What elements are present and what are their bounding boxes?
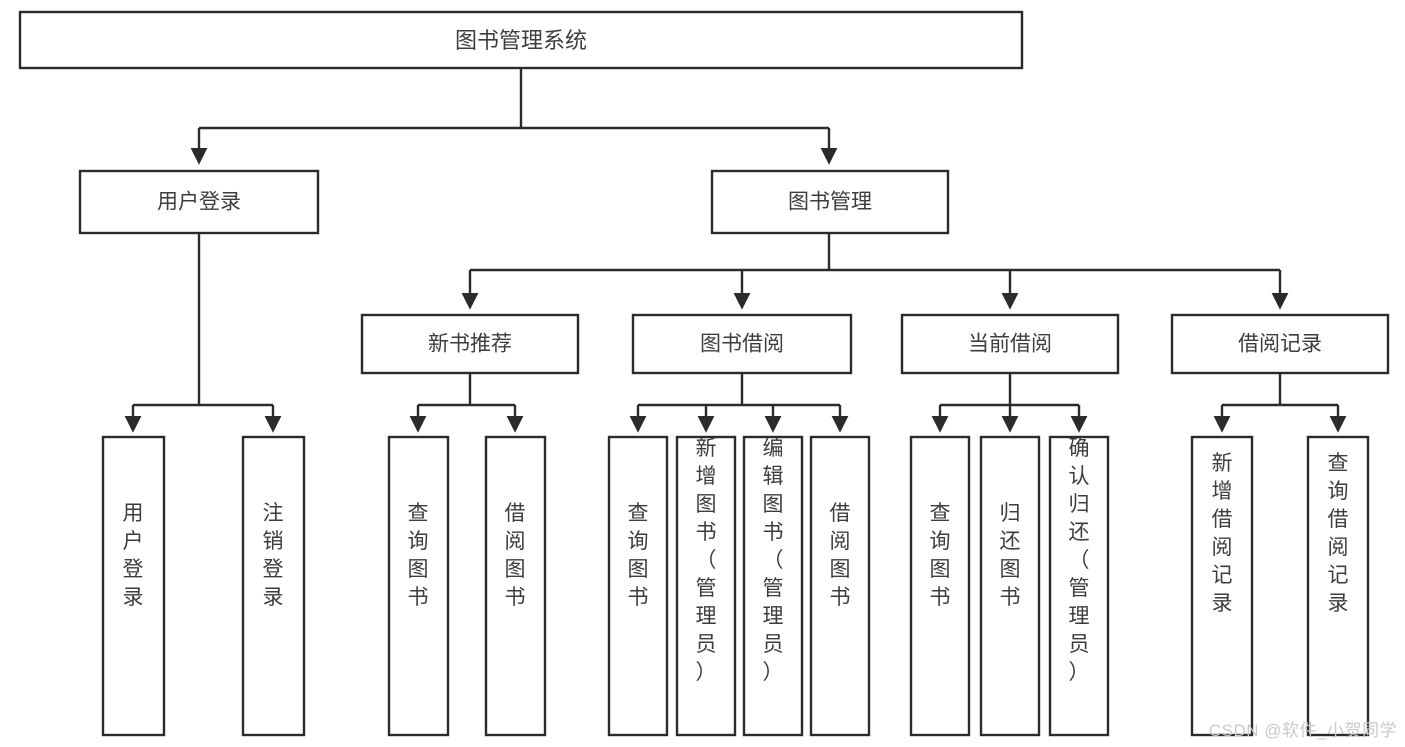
node-root-system[interactable]: 图书管理系统 (18, 10, 1024, 70)
leaf-new-book-recommend-1[interactable]: 借阅图书 (484, 435, 547, 737)
leaf-book-borrow-3[interactable]: 借阅图书 (809, 435, 871, 737)
connector-borrowrecord-to-leaves (1213, 373, 1347, 433)
connector-currentborrow-to-leaves (931, 373, 1088, 433)
node-borrow-record-label: 借阅记录 (1238, 333, 1322, 356)
leaf-label: 查询图书 (930, 502, 951, 609)
leaf-label: 查询图书 (408, 502, 429, 609)
leaf-user-login-1[interactable]: 注销登录 (241, 435, 306, 737)
leaf-label: 确认归还（管理员） (1069, 437, 1090, 684)
leaf-label: 借阅图书 (830, 502, 851, 609)
node-new-book-recommend[interactable]: 新书推荐 (360, 313, 580, 375)
leaf-current-borrow-0[interactable]: 查询图书 (909, 435, 971, 737)
node-user-login[interactable]: 用户登录 (78, 169, 320, 235)
leaf-label: 归还图书 (1000, 502, 1021, 609)
leaf-user-login-0[interactable]: 用户登录 (101, 435, 166, 737)
leaf-label: 借阅图书 (505, 502, 526, 609)
leaf-borrow-record-1[interactable]: 查询借阅记录 (1306, 435, 1370, 737)
node-user-login-label: 用户登录 (157, 191, 241, 214)
leaf-label: 用户登录 (123, 502, 144, 609)
connector-root-to-level1 (190, 68, 838, 165)
leaf-borrow-record-0[interactable]: 新增借阅记录 (1190, 435, 1254, 737)
node-current-borrow-label: 当前借阅 (968, 333, 1052, 356)
leaf-book-borrow-2[interactable]: 编辑图书（管理员） (742, 435, 804, 737)
leaf-label: 新增借阅记录 (1212, 452, 1233, 615)
leaf-book-borrow-0[interactable]: 查询图书 (607, 435, 669, 737)
node-book-borrow-label: 图书借阅 (700, 333, 784, 356)
leaf-label: 编辑图书（管理员） (763, 437, 784, 684)
connector-newbook-to-leaves (409, 373, 524, 433)
node-book-management-label: 图书管理 (788, 191, 872, 214)
node-current-borrow[interactable]: 当前借阅 (900, 313, 1120, 375)
node-root-label: 图书管理系统 (455, 28, 587, 53)
leaf-current-borrow-2[interactable]: 确认归还（管理员） (1048, 435, 1110, 737)
leaf-label: 查询图书 (628, 502, 649, 609)
connector-userlogin-to-leaves (124, 233, 282, 433)
node-book-management[interactable]: 图书管理 (710, 169, 950, 235)
node-book-borrow[interactable]: 图书借阅 (631, 313, 853, 375)
leaf-new-book-recommend-0[interactable]: 查询图书 (387, 435, 450, 737)
node-borrow-record[interactable]: 借阅记录 (1170, 313, 1390, 375)
leaf-label: 注销登录 (263, 502, 284, 609)
leaf-current-borrow-1[interactable]: 归还图书 (979, 435, 1041, 737)
connector-bookmgmt-to-level2 (461, 233, 1289, 310)
leaf-book-borrow-1[interactable]: 新增图书（管理员） (675, 435, 737, 737)
leaf-label: 新增图书（管理员） (696, 437, 717, 684)
node-new-book-recommend-label: 新书推荐 (428, 333, 512, 356)
leaf-label: 查询借阅记录 (1328, 452, 1349, 615)
csdn-watermark: CSDN @软件_小贺同学 (1208, 721, 1397, 740)
connector-bookborrow-to-leaves (629, 373, 849, 433)
